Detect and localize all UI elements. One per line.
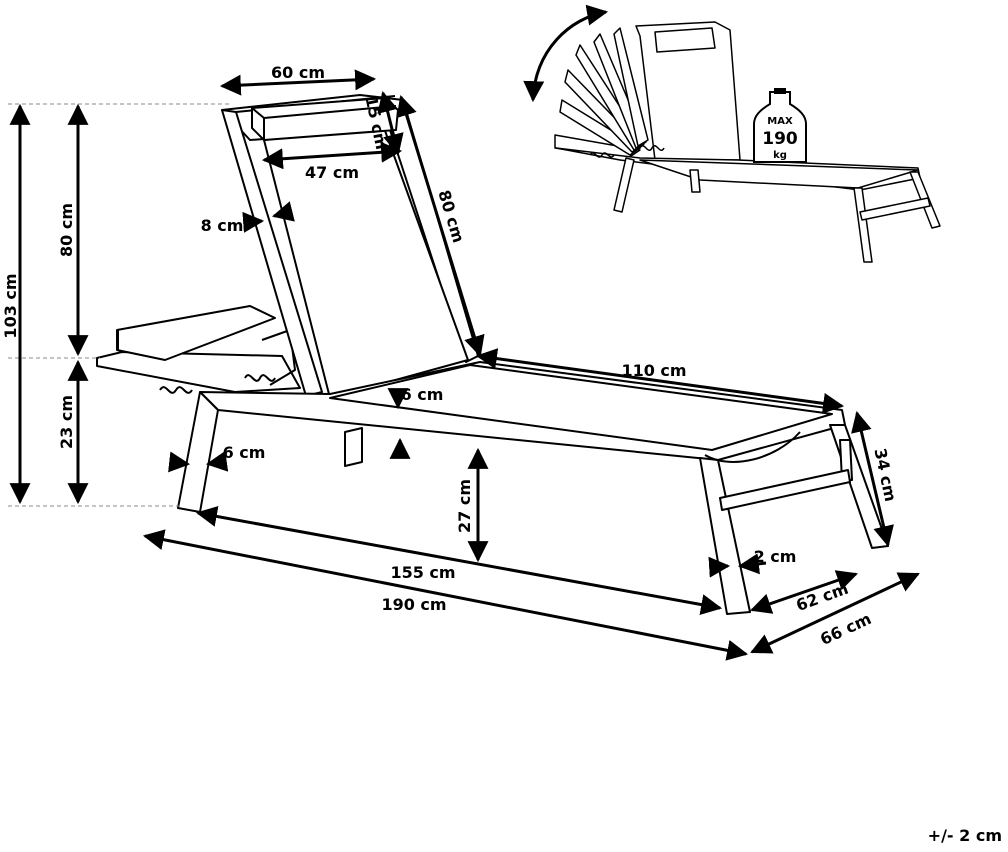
weight-badge-max: MAX <box>767 116 793 127</box>
label-leg-thickness: 2 cm <box>754 547 797 566</box>
label-total-length: 190 cm <box>381 595 446 614</box>
label-backrest-width: 60 cm <box>271 63 325 82</box>
label-total-height: 103 cm <box>1 273 20 338</box>
label-total-width: 66 cm <box>817 609 874 649</box>
dimension-lines <box>8 69 920 661</box>
label-headrest-width: 47 cm <box>305 163 359 182</box>
label-seat-height: 23 cm <box>57 395 76 449</box>
label-frame-thickness-top: 8 cm <box>201 216 244 235</box>
label-backrest-height: 80 cm <box>57 203 76 257</box>
weight-badge-value: 190 <box>762 129 798 149</box>
label-sling-depth: 6 cm <box>401 385 444 404</box>
label-inner-length: 155 cm <box>390 563 455 582</box>
label-frame-width: 6 cm <box>223 443 266 462</box>
label-seat-length: 110 cm <box>621 361 686 380</box>
weight-limit-badge: MAX 190 kg <box>753 88 807 163</box>
rotation-arrow-icon <box>523 4 609 103</box>
tolerance-note: +/- 2 cm <box>928 826 1002 845</box>
dimension-labels: 103 cm 80 cm 23 cm 60 cm 15 cm 47 cm 8 c… <box>1 63 900 649</box>
weight-badge-unit: kg <box>773 150 787 161</box>
recline-inset-drawing <box>523 4 941 263</box>
label-leg-height: 27 cm <box>455 479 474 533</box>
